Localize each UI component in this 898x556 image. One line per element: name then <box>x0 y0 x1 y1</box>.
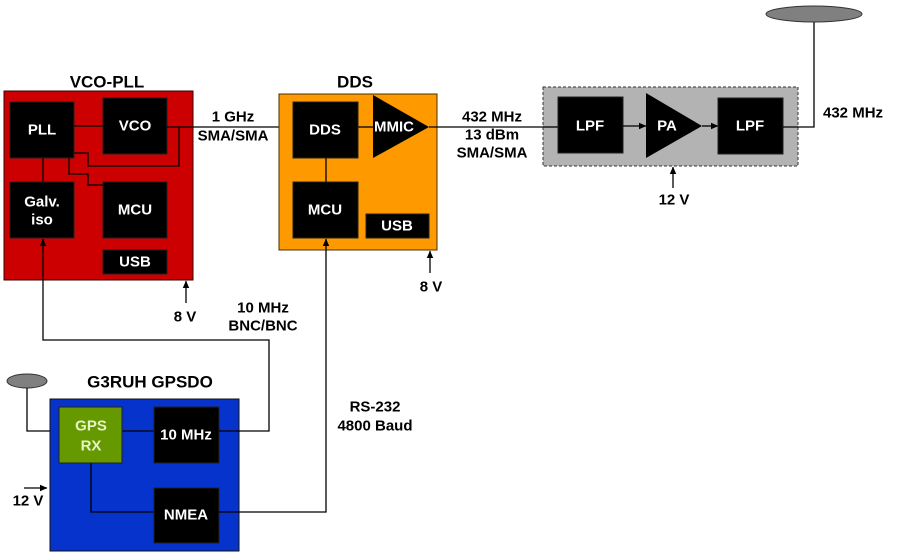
vco-pll-module: VCO-PLL PLL VCO Galv. iso MCU USB 8 V <box>3 73 197 326</box>
reference-connector-label: BNC/BNC <box>228 318 297 335</box>
dds-usb-label: USB <box>381 218 413 235</box>
gps-rx-label-line2: RX <box>81 438 102 455</box>
reference-10mhz-line <box>39 238 270 432</box>
dds-to-amp-freq-label: 432 MHz <box>462 109 522 126</box>
galv-iso-label-line2: iso <box>31 212 53 229</box>
output-lpf-block: LPF <box>717 97 784 155</box>
input-lpf-block: LPF <box>557 96 624 154</box>
galv-iso-block: Galv. iso <box>9 181 75 239</box>
gpsdo-title: G3RUH GPSDO <box>87 373 213 392</box>
gpsdo-module: G3RUH GPSDO GPS RX 10 MHz NMEA 12 V <box>6 373 240 552</box>
vco-to-dds-freq-label: 1 GHz <box>212 109 255 126</box>
gps-rx-label-line1: GPS <box>75 418 107 435</box>
mmic-amplifier: MMIC <box>373 95 429 158</box>
dds-title: DDS <box>337 73 373 92</box>
nmea-label: NMEA <box>164 507 208 524</box>
gpsdo-power-label: 12 V <box>13 493 44 510</box>
amplifier-chain-module: LPF PA LPF 12 V <box>542 86 799 209</box>
vco-label: VCO <box>119 118 152 135</box>
vco-block: VCO <box>102 97 168 155</box>
amp-power-label: 12 V <box>659 192 690 209</box>
dds-block: DDS <box>292 101 359 159</box>
dds-label: DDS <box>309 122 341 139</box>
gps-to-nmea-line <box>90 463 154 513</box>
dds-mcu-label: MCU <box>308 202 342 219</box>
vco-to-dds-connector-label: SMA/SMA <box>198 128 269 145</box>
tx-antenna-icon <box>765 5 863 23</box>
pa-amplifier: PA <box>646 93 702 158</box>
dds-to-amp-power-label: 13 dBm <box>465 127 519 144</box>
pa-triangle-icon <box>646 93 702 158</box>
dds-module: DDS DDS MMIC MCU USB 8 V <box>278 73 443 296</box>
nmea-block: NMEA <box>153 487 220 544</box>
mmic-label: MMIC <box>374 119 414 136</box>
reference-freq-label: 10 MHz <box>237 300 289 317</box>
pll-mcu-link <box>68 158 103 186</box>
galv-iso-label-line1: Galv. <box>24 194 60 211</box>
serial-protocol-label: RS-232 <box>350 399 401 416</box>
ref-10mhz-block: 10 MHz <box>153 406 220 464</box>
serial-baud-label: 4800 Baud <box>337 418 412 435</box>
vco-pll-mcu-block: MCU <box>102 181 168 239</box>
dds-power-label: 8 V <box>420 279 443 296</box>
mmic-triangle-icon <box>373 95 429 158</box>
ref-10mhz-label: 10 MHz <box>160 427 212 444</box>
vco-pll-usb-block: USB <box>102 249 168 275</box>
serial-nmea-line <box>219 238 330 513</box>
output-freq-label: 432 MHz <box>823 105 883 122</box>
gps-antenna-icon <box>6 373 48 389</box>
vco-feedback-line <box>74 127 180 167</box>
dds-mcu-block: MCU <box>292 181 359 239</box>
input-lpf-label: LPF <box>576 118 604 135</box>
pll-block: PLL <box>9 101 75 159</box>
pll-label: PLL <box>28 122 56 139</box>
gps-antenna-feed-line <box>26 388 59 432</box>
vco-pll-mcu-label: MCU <box>118 202 152 219</box>
vco-pll-power-label: 8 V <box>174 309 197 326</box>
output-feed-line <box>783 22 815 128</box>
vco-pll-usb-label: USB <box>119 254 151 271</box>
gps-rx-block: GPS RX <box>58 406 123 464</box>
dds-usb-block: USB <box>365 213 430 239</box>
dds-to-amp-connector-label: SMA/SMA <box>457 145 528 162</box>
output-lpf-label: LPF <box>736 118 764 135</box>
pa-label: PA <box>657 118 677 135</box>
vco-pll-title: VCO-PLL <box>70 73 145 92</box>
